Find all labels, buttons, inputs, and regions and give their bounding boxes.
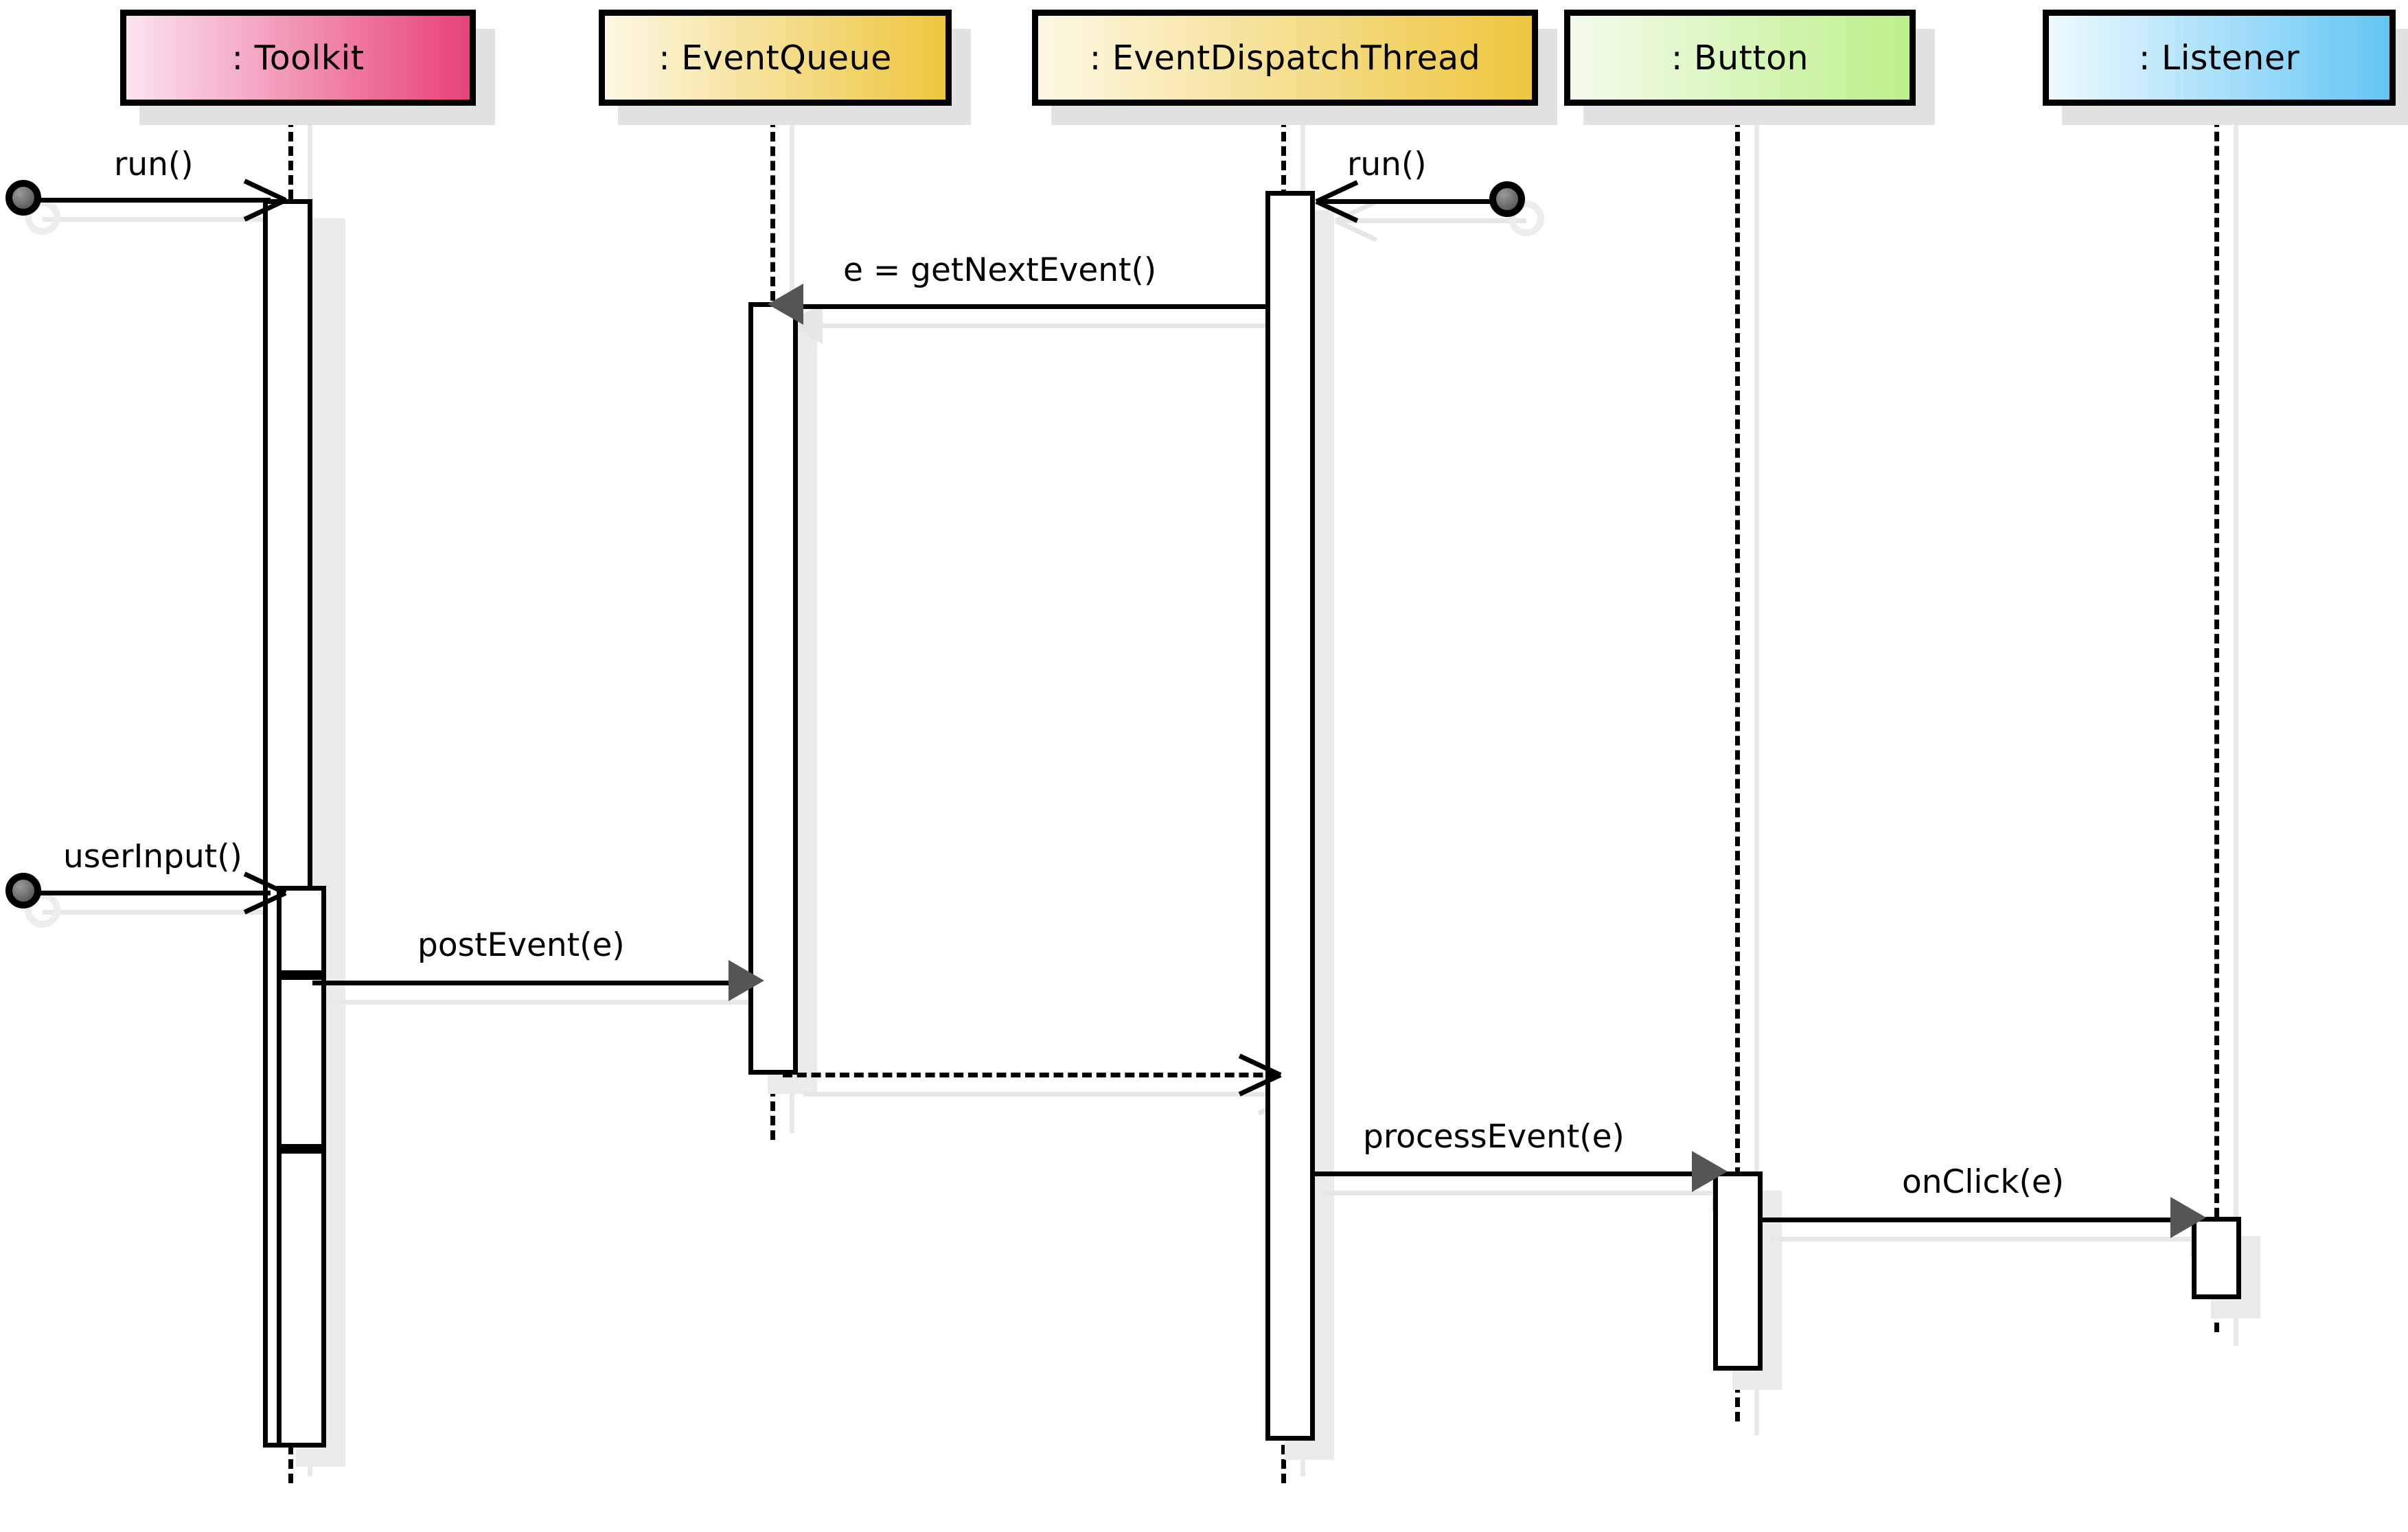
message-shadow-onclick [1770, 1237, 2210, 1242]
message-line-postevent[interactable] [312, 981, 742, 985]
lifeline-listener [2214, 103, 2219, 1332]
lifeline-header-button[interactable]: : Button [1564, 10, 1916, 106]
message-shadow-getnextevent [823, 323, 1276, 328]
message-label-onclick: onClick(e) [1902, 1163, 2065, 1201]
lifeline-header-toolkit[interactable]: : Toolkit [120, 10, 476, 106]
arrowhead-onclick [2170, 1197, 2206, 1238]
lifeline-header-listener[interactable]: : Listener [2043, 10, 2396, 106]
message-line-run-edt[interactable] [1316, 199, 1507, 204]
message-label-run-edt: run() [1347, 146, 1427, 183]
lifeline-header-label-listener: : Listener [2138, 38, 2300, 78]
lifeline-shadow-button [1754, 110, 1759, 1435]
message-shadow-run-edt [1335, 218, 1526, 223]
message-shadow-userinput [43, 910, 290, 915]
activation-bar-eventqueue[interactable] [748, 302, 798, 1075]
activation-bar-eventdispatchthread[interactable] [1265, 191, 1315, 1441]
arrowhead-postevent [729, 960, 764, 1001]
start-dot-shadow-run-toolkit [25, 199, 60, 235]
message-line-return-eventqueue[interactable] [783, 1073, 1277, 1077]
lifeline-header-label-eventdispatchthread: : EventDispatchThread [1089, 38, 1481, 78]
message-line-getnextevent[interactable] [803, 304, 1270, 309]
lifeline-header-eventqueue[interactable]: : EventQueue [599, 10, 952, 106]
message-label-getnextevent: e = getNextEvent() [843, 251, 1157, 289]
found-message-start-dot-run-edt [1489, 181, 1525, 217]
arrowhead-processevent [1692, 1151, 1728, 1192]
message-line-onclick[interactable] [1758, 1217, 2187, 1222]
found-message-start-dot-userinput [5, 873, 41, 908]
activation-bar-button[interactable] [1713, 1171, 1763, 1371]
message-shadow-processevent [1322, 1191, 1727, 1196]
found-message-start-dot-run-toolkit [5, 180, 41, 216]
activation-bar-toolkit-nested-1[interactable] [277, 886, 326, 975]
message-label-userinput: userInput() [63, 838, 242, 876]
message-shadow-postevent [325, 1000, 764, 1005]
activation-bar-toolkit-nested-3[interactable] [277, 1149, 326, 1448]
message-line-userinput[interactable] [23, 891, 271, 895]
message-shadow-run-toolkit [43, 217, 290, 222]
lifeline-header-label-button: : Button [1671, 38, 1809, 78]
lifeline-header-label-eventqueue: : EventQueue [658, 38, 892, 78]
lifeline-header-eventdispatchthread[interactable]: : EventDispatchThread [1032, 10, 1538, 106]
message-line-processevent[interactable] [1310, 1171, 1705, 1176]
lifeline-button [1735, 103, 1740, 1421]
message-label-postevent: postEvent(e) [417, 926, 625, 964]
start-dot-shadow-userinput [25, 892, 60, 928]
start-dot-shadow-run-edt [1509, 201, 1544, 236]
activation-bar-toolkit-nested-2[interactable] [277, 975, 326, 1149]
message-label-processevent: processEvent(e) [1363, 1118, 1625, 1156]
arrowhead-getnextevent [768, 284, 803, 325]
lifeline-header-label-toolkit: : Toolkit [231, 38, 365, 78]
message-shadow-return-eventqueue [803, 1092, 1284, 1097]
message-label-run-toolkit: run() [114, 146, 194, 183]
lifeline-shadow-listener [2234, 110, 2238, 1346]
message-line-run-toolkit[interactable] [23, 198, 271, 203]
